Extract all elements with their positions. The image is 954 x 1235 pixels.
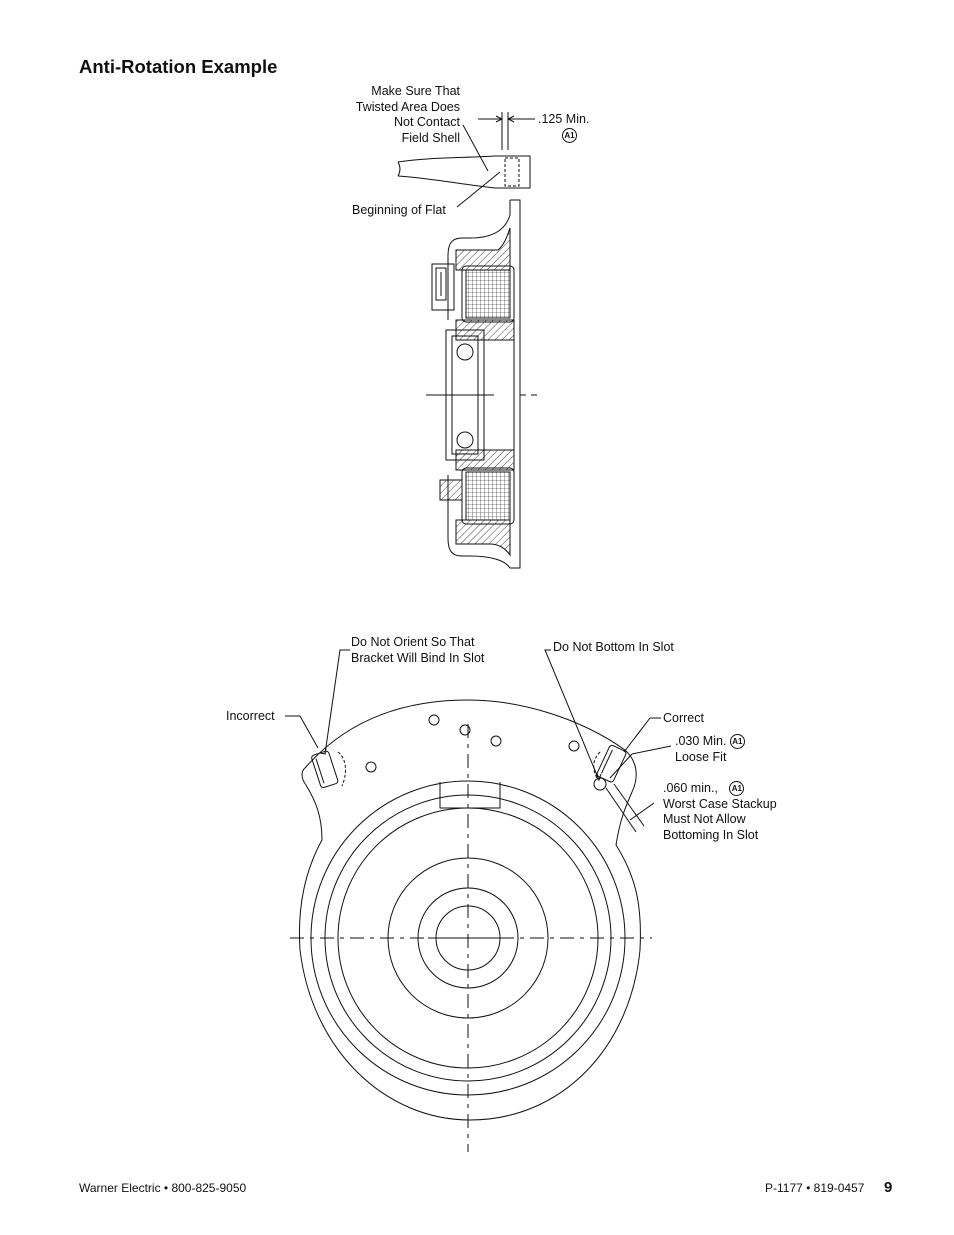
note-line: Make Sure That	[371, 84, 460, 98]
note-line: Must Not Allow	[663, 812, 746, 826]
footer-part-number: P-1177 • 819-0457	[765, 1181, 865, 1195]
note-line: Bottoming In Slot	[663, 827, 759, 842]
page-number: 9	[884, 1179, 893, 1196]
section-view	[397, 112, 537, 569]
make-sure-note: Make Sure That Twisted Area Does Not Con…	[330, 84, 460, 146]
dimension-125: .125 Min. A1	[538, 112, 589, 143]
do-not-bottom-label: Do Not Bottom In Slot	[553, 640, 674, 654]
revision-mark: A1	[729, 781, 745, 797]
dimension-text: .060 min.,	[663, 781, 718, 795]
dimension-text: .030 Min.	[675, 734, 727, 748]
note-line: Do Not Orient So That	[351, 635, 475, 649]
note-line: Worst Case Stackup	[663, 796, 777, 811]
correct-label: Correct	[663, 711, 704, 725]
beginning-of-flat-label: Beginning of Flat	[352, 203, 446, 217]
page-title: Anti-Rotation Example	[79, 56, 278, 77]
note-line: Bracket Will Bind In Slot	[351, 650, 485, 665]
revision-mark: A1	[562, 127, 577, 143]
note-line: Field Shell	[401, 130, 460, 145]
dimension-060: .060 min., A1 Worst Case Stackup Must No…	[663, 781, 777, 843]
note-line: Loose Fit	[675, 749, 727, 764]
revision-mark: A1	[729, 734, 745, 750]
dimension-text: .125 Min.	[538, 112, 590, 126]
do-not-orient-note: Do Not Orient So That Bracket Will Bind …	[351, 635, 484, 666]
front-view	[285, 649, 672, 1152]
note-line: Not Contact	[393, 115, 460, 129]
note-line: Twisted Area Does	[355, 99, 460, 114]
incorrect-label: Incorrect	[226, 709, 275, 723]
footer-company: Warner Electric • 800-825-9050	[79, 1181, 247, 1195]
dimension-030: .030 Min. A1 Loose Fit	[675, 734, 745, 765]
